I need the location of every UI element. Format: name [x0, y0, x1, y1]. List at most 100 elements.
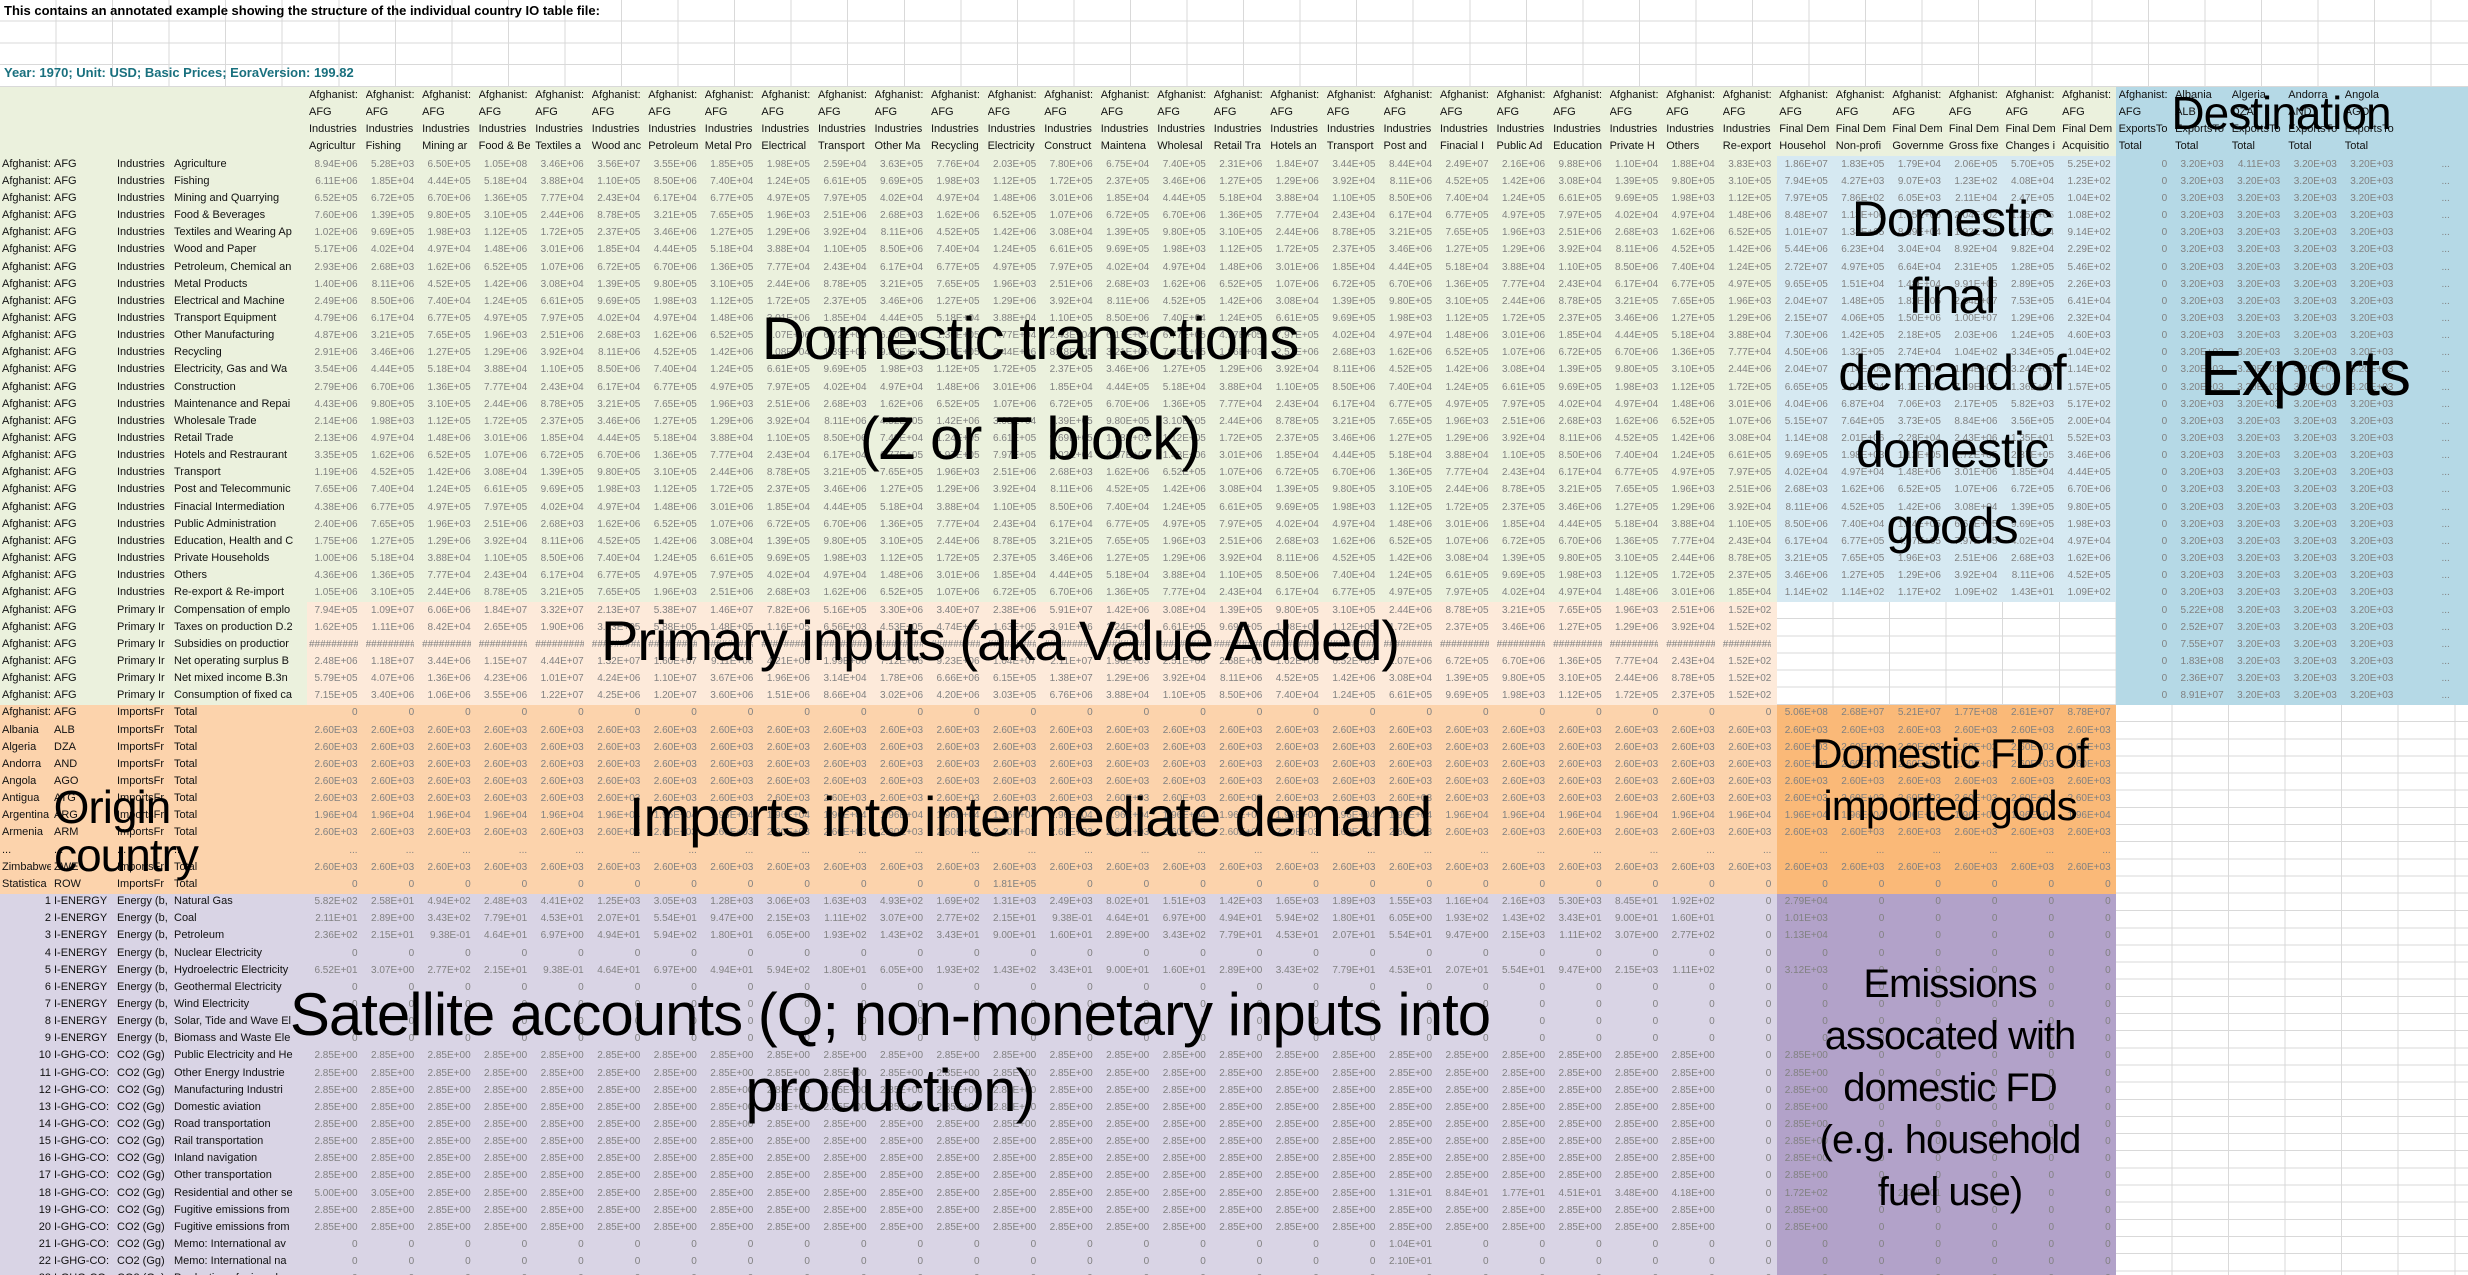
cell[interactable]: 2.60E+03	[1784, 861, 1828, 873]
cell[interactable]: 1.32E+05	[1841, 347, 1885, 359]
cell[interactable]: 2.60E+03	[1445, 793, 1489, 805]
cell[interactable]: 2.85E+00	[597, 1050, 641, 1062]
cell[interactable]: 2.60E+03	[1841, 741, 1885, 753]
cell[interactable]: 0	[860, 998, 867, 1010]
cell[interactable]: 0	[1991, 947, 1998, 959]
cell[interactable]: 2.60E+03	[1954, 724, 1998, 736]
cell[interactable]: 1.42E+06	[1106, 604, 1150, 616]
cell[interactable]: 6.70E+06	[1049, 587, 1093, 599]
cell[interactable]: 1.11E+02	[1672, 964, 1715, 976]
cell[interactable]: 2.85E+00	[314, 1136, 358, 1148]
row-label[interactable]: Natural Gas	[174, 895, 233, 907]
row-label[interactable]: Total	[174, 757, 198, 770]
cell[interactable]: 1.98E+03	[1162, 244, 1206, 256]
cell[interactable]: #########	[1326, 638, 1376, 650]
cell[interactable]: 2.60E+03	[371, 827, 415, 839]
cell[interactable]: 2.60E+03	[1106, 827, 1150, 839]
cell[interactable]: 0	[818, 1270, 867, 1275]
cell[interactable]: 0	[1991, 1204, 1998, 1216]
cell[interactable]: 7.97E+05	[1445, 587, 1489, 599]
row-label[interactable]: Residential and other se	[174, 1186, 293, 1199]
cell[interactable]: 0	[1327, 1270, 1376, 1275]
cell[interactable]: 0	[1030, 947, 1037, 959]
cell[interactable]: 0	[1030, 1016, 1037, 1028]
cell[interactable]: 2.11E+07	[1050, 656, 1093, 667]
cell[interactable]: 4.44E+05	[1106, 381, 1150, 393]
row-label[interactable]: Industries	[117, 329, 165, 342]
cell[interactable]: 3.07E+00	[1615, 930, 1659, 942]
cell[interactable]: 2.60E+03	[879, 741, 924, 753]
cell[interactable]: 1.52E+02	[1728, 673, 1772, 685]
cell[interactable]: 2.85E+00	[1162, 1136, 1206, 1148]
cell[interactable]: 3.20E+03	[2293, 278, 2337, 290]
cell[interactable]: 0	[1313, 1256, 1319, 1268]
row-label[interactable]: ARM	[54, 826, 79, 839]
cell[interactable]: 0	[691, 1016, 697, 1028]
cell[interactable]: 7.65E+05	[1558, 604, 1602, 616]
cell[interactable]: 1.07E+06	[540, 261, 584, 273]
cell[interactable]: 3.40E+07	[936, 604, 980, 616]
cell[interactable]: 0	[747, 1016, 754, 1028]
row-label[interactable]: AFG	[54, 380, 77, 393]
cell[interactable]: 2.43E+04	[1728, 535, 1772, 547]
cell[interactable]: 3.88E+04	[936, 501, 980, 513]
cell[interactable]: 3.20E+03	[2293, 518, 2337, 530]
cell[interactable]: 3.21E+05	[597, 398, 641, 410]
row-label[interactable]: Petroleum, Chemical an	[174, 260, 292, 273]
cell[interactable]: 0	[2105, 1221, 2111, 1233]
cell[interactable]: 6.77E+05	[1445, 210, 1489, 221]
cell[interactable]: 2.85E+00	[427, 1119, 471, 1130]
row-label[interactable]: AFG	[54, 174, 77, 187]
cell[interactable]: 3.20E+03	[2293, 381, 2337, 393]
cell[interactable]: 2.85E+00	[427, 1187, 471, 1199]
cell[interactable]: 1.57E+05	[2067, 381, 2111, 393]
cell[interactable]: 1.04E+02	[1954, 347, 1998, 359]
cell[interactable]: 4.52E+05	[936, 227, 980, 239]
cell[interactable]: 4.44E+05	[653, 244, 697, 256]
cell[interactable]: 0	[2161, 381, 2168, 393]
cell[interactable]: 6.52E+05	[1219, 278, 1263, 290]
cell[interactable]: 2.85E+00	[653, 1084, 697, 1096]
cell[interactable]: 0	[1426, 998, 1433, 1010]
cell[interactable]: 8.11E+06	[1559, 433, 1602, 444]
column-header-cell[interactable]: Textiles a	[535, 140, 582, 153]
cell[interactable]: 7.77E+04	[1162, 587, 1206, 599]
cell[interactable]: 2.85E+00	[653, 1050, 697, 1062]
cell[interactable]: 7.40E+04	[1332, 570, 1376, 582]
cell[interactable]: 0	[408, 878, 415, 890]
column-header-cell[interactable]: Angola	[2344, 89, 2380, 101]
cell[interactable]: 2.85E+00	[1106, 1153, 1150, 1165]
cell[interactable]: 6.77E+05	[1615, 467, 1659, 479]
cell[interactable]: 3.20E+03	[2293, 244, 2337, 256]
cell[interactable]: 2.60E+03	[371, 793, 415, 805]
cell[interactable]: 9.47E+00	[1558, 964, 1602, 976]
cell[interactable]: 4.52E+05	[427, 278, 471, 290]
cell[interactable]: 0	[1991, 878, 1998, 890]
cell[interactable]: 1.96E+04	[1275, 810, 1319, 822]
column-header-cell[interactable]: Industries	[535, 123, 583, 136]
cell[interactable]: 6.97E+00	[1162, 913, 1206, 925]
cell[interactable]: 2.60E+03	[936, 741, 980, 753]
cell[interactable]: 2.85E+00	[1275, 1170, 1319, 1182]
cell[interactable]: 4.11E+06	[1898, 381, 1941, 393]
cell[interactable]: 2.60E+03	[2067, 758, 2111, 770]
row-label[interactable]: Afghanist:	[2, 226, 51, 239]
cell[interactable]: 0	[1256, 707, 1263, 719]
cell[interactable]: 1.89E+03	[1332, 896, 1376, 907]
cell[interactable]: 6.17E+04	[1388, 210, 1433, 221]
cell[interactable]: 2.85E+00	[371, 1067, 415, 1079]
row-label[interactable]: Industries	[117, 500, 165, 513]
cell[interactable]: 0	[521, 981, 528, 993]
cell[interactable]: ...	[2441, 450, 2450, 462]
column-header-cell[interactable]: Industries	[648, 123, 696, 136]
cell[interactable]: 0	[2161, 553, 2168, 564]
cell[interactable]: 2.60E+03	[314, 793, 358, 805]
cell[interactable]: 0	[1822, 947, 1828, 959]
cell[interactable]: 2.60E+03	[1728, 793, 1772, 805]
cell[interactable]: 2.85E+00	[1445, 1153, 1489, 1165]
cell[interactable]: 0	[1765, 1187, 1772, 1199]
cell[interactable]: 0	[973, 707, 980, 719]
cell[interactable]: 0	[747, 1033, 754, 1045]
cell[interactable]: 2.85E+00	[1162, 1153, 1206, 1165]
cell[interactable]: 2.85E+00	[653, 1067, 697, 1079]
